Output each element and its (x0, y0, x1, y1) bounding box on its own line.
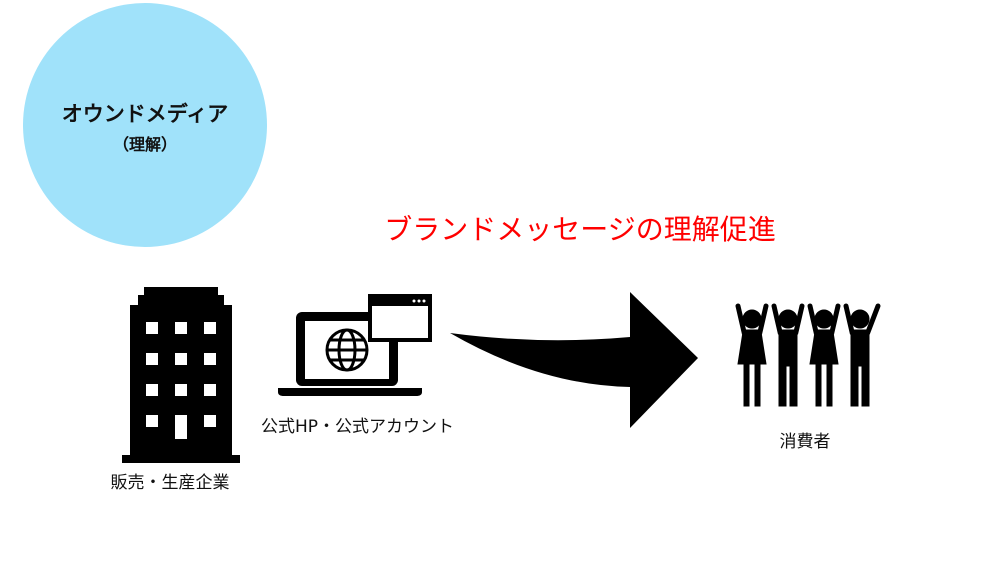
owned-media-circle (23, 3, 267, 247)
media-label: 公式HP・公式アカウント (260, 417, 455, 437)
owned-media-subtitle: （理解） (112, 135, 177, 154)
headline: ブランドメッセージの理解促進 (384, 213, 776, 246)
owned-media-title: オウンドメディア (61, 102, 229, 126)
company-label: 販売・生産企業 (110, 473, 230, 493)
laptop-globe-icon (278, 294, 432, 396)
consumers-label: 消費者 (779, 432, 831, 452)
curved-arrow-right-icon (450, 292, 698, 428)
office-building-icon (122, 287, 240, 463)
people-cheering-icon (735, 303, 881, 407)
